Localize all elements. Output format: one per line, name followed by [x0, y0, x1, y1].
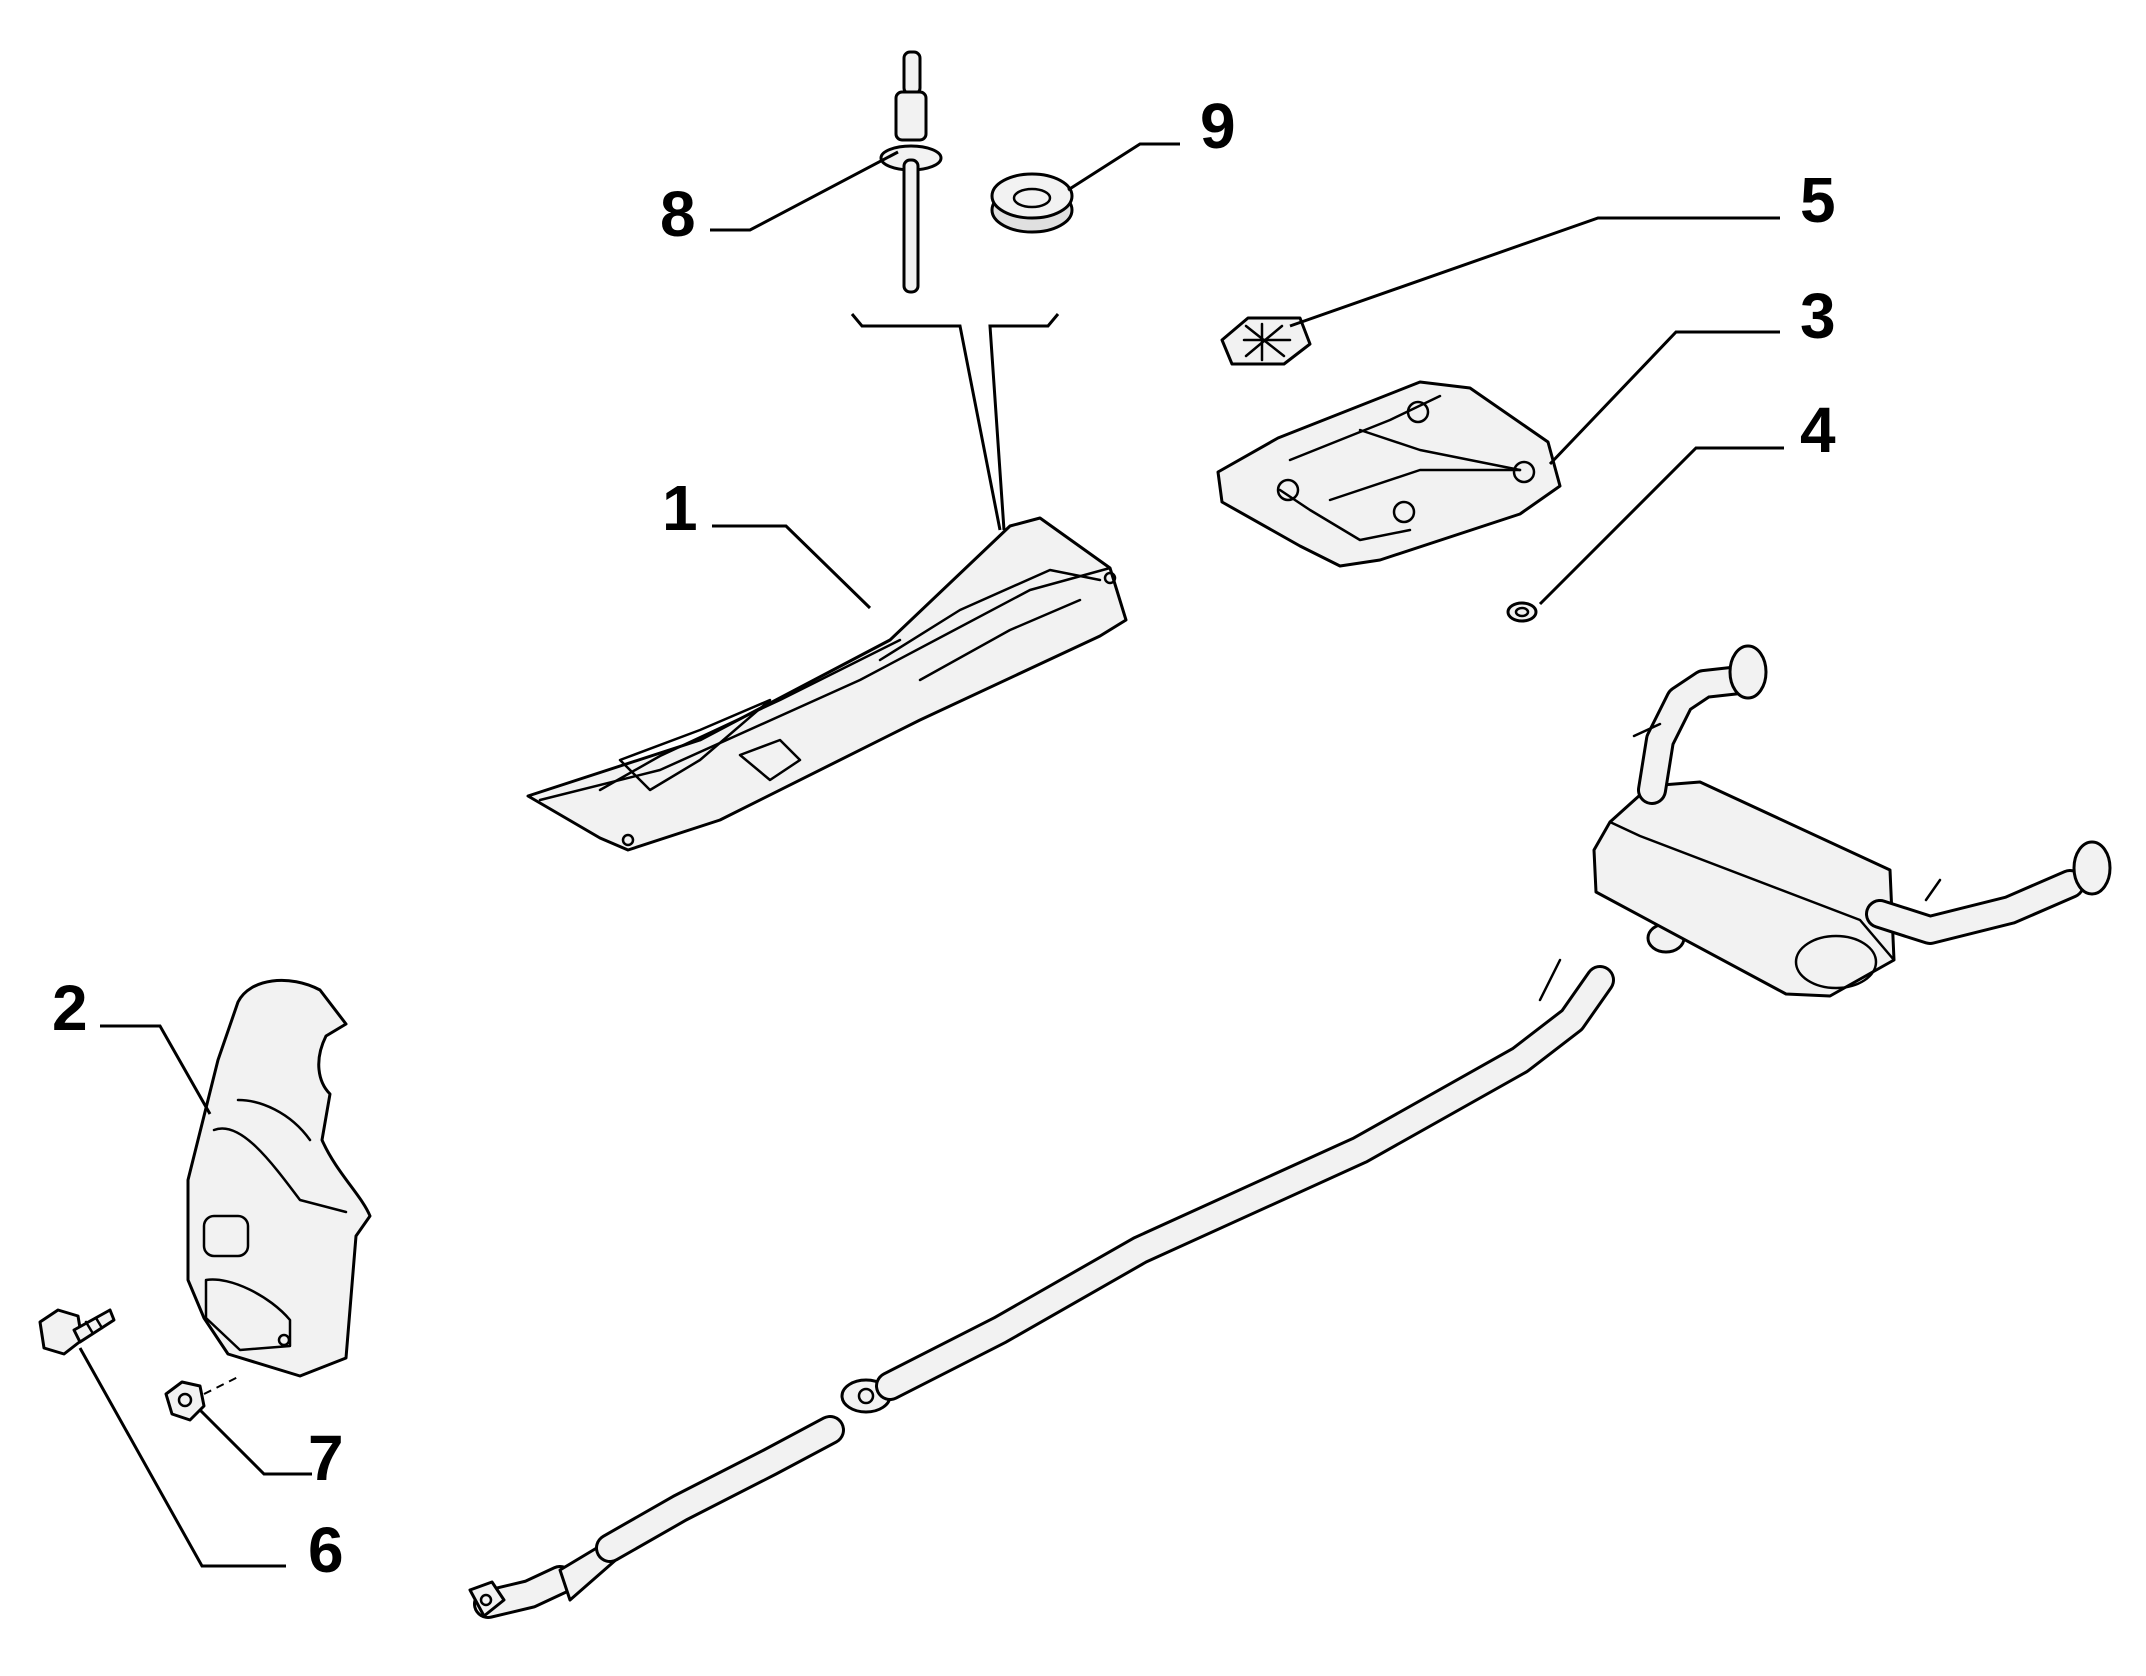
callout-6: 6 [308, 1514, 344, 1586]
part-7-nut[interactable] [164, 1375, 241, 1422]
callout-7: 7 [308, 1422, 344, 1494]
callout-1: 1 [662, 472, 698, 544]
exhaust-system[interactable] [468, 644, 2112, 1619]
part-6-bolt[interactable] [38, 1308, 116, 1356]
part-3-shield-plate[interactable] [1216, 380, 1562, 568]
callout-9: 9 [1200, 90, 1236, 162]
callout-8: 8 [660, 178, 696, 250]
leader-9 [1067, 142, 1180, 192]
leader-3 [1548, 330, 1780, 466]
leader-6 [78, 1347, 286, 1568]
part-8-pin[interactable] [879, 50, 943, 294]
callout-3: 3 [1800, 280, 1836, 352]
leader-8 [710, 150, 899, 232]
leader-5 [1289, 216, 1780, 328]
part-5-clip[interactable] [1220, 316, 1312, 366]
leader-lines [78, 142, 1784, 1568]
part-4-washer[interactable] [1506, 601, 1538, 623]
leader-2 [100, 1024, 212, 1115]
callout-labels: 1 2 3 4 5 6 7 8 9 [52, 90, 1836, 1586]
assembly-bracket [850, 313, 1060, 531]
leader-7 [198, 1408, 312, 1476]
part-2-manifold-shield[interactable] [186, 978, 372, 1378]
callout-5: 5 [1800, 164, 1836, 236]
leader-4 [1538, 446, 1784, 606]
callout-4: 4 [1800, 394, 1836, 466]
callout-2: 2 [52, 972, 88, 1044]
part-9-washer[interactable] [990, 172, 1074, 234]
leader-1 [712, 524, 872, 610]
part-1-heat-shield[interactable] [526, 516, 1128, 852]
